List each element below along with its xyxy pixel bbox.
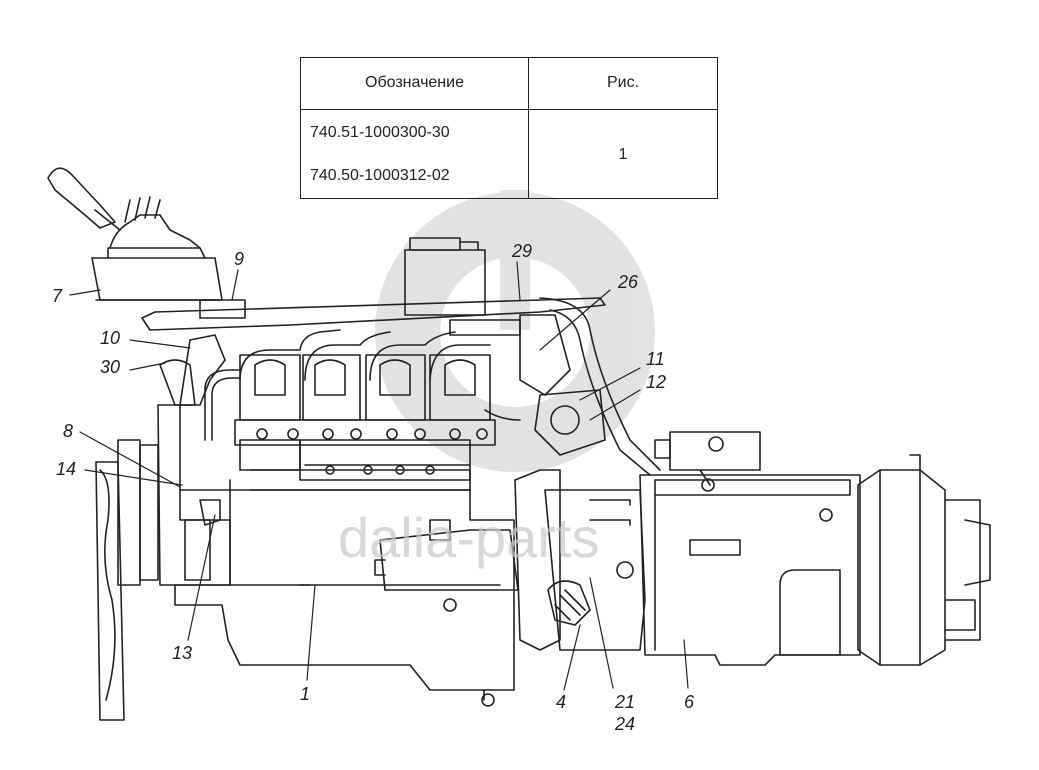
callout-26: 26 <box>618 272 639 292</box>
designation-table: Обозначение Рис. 740.51-1000300-30 740.5… <box>300 57 718 199</box>
callout-7: 7 <box>52 286 63 306</box>
rear-housing <box>857 454 991 666</box>
fig-number: 1 <box>618 146 628 163</box>
designation-row-2: 740.50-1000312-02 <box>310 167 450 184</box>
callout-6: 6 <box>684 692 695 712</box>
header-fig: Рис. <box>606 74 640 91</box>
callout-14: 14 <box>56 459 77 479</box>
designation-row-1: 740.51-1000300-30 <box>310 124 450 141</box>
callout-4: 4 <box>556 692 567 712</box>
table-header-row <box>301 58 717 110</box>
callout-13: 13 <box>172 643 193 663</box>
callout-1: 1 <box>300 684 311 704</box>
fan <box>95 439 159 721</box>
callout-24: 24 <box>615 714 636 734</box>
reservoir <box>404 237 486 316</box>
header-designation: Обозначение <box>365 74 464 91</box>
callout-11: 11 <box>646 349 665 369</box>
watermark-text: dalia-parts <box>338 506 599 569</box>
watermark-logo <box>375 190 655 472</box>
gear-lever <box>47 167 223 301</box>
valve-block <box>654 431 761 492</box>
callout-30: 30 <box>100 357 121 377</box>
callout-10: 10 <box>100 328 121 348</box>
table-divider <box>528 58 529 198</box>
callout-8: 8 <box>63 421 74 441</box>
callout-29: 29 <box>512 241 533 261</box>
gearbox <box>514 469 861 666</box>
callout-12: 12 <box>646 372 667 392</box>
fuel-pump <box>484 314 606 456</box>
callout-21: 21 <box>615 692 636 712</box>
callout-9: 9 <box>234 249 245 269</box>
cylinder-heads <box>234 354 496 491</box>
leader-lines <box>69 261 689 691</box>
engine-block <box>157 404 515 707</box>
